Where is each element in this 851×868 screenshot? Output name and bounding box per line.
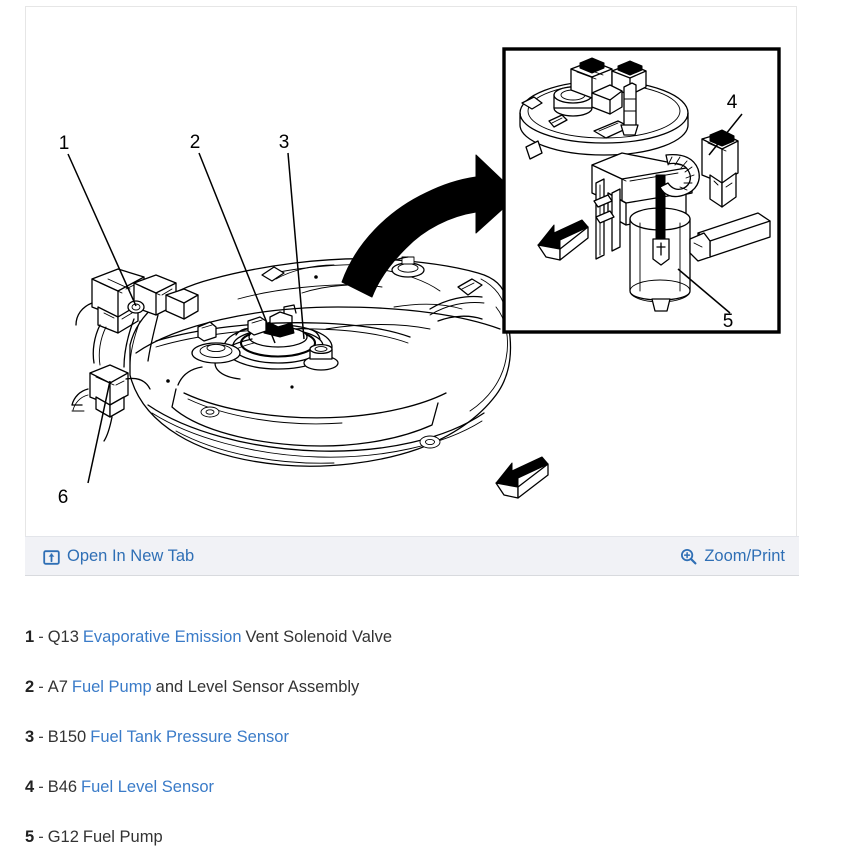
legend-component-code: Q13 [47, 627, 79, 646]
diagram-viewport[interactable]: .ln { fill:none; stroke:#000; stroke-wid… [26, 7, 796, 539]
legend-component-code: A7 [47, 677, 68, 696]
legend-link[interactable]: Evaporative Emission [82, 627, 242, 646]
callout-numbers: 1 2 3 4 5 6 [58, 92, 738, 508]
tank-top-hose-run [155, 316, 411, 348]
callout-number-4: 4 [727, 92, 738, 113]
module-top-connectors [570, 57, 647, 136]
legend-number: 2 [25, 677, 35, 696]
zoom-print-button[interactable]: Zoom/Print [680, 548, 785, 565]
legend-tail-text: and Level Sensor Assembly [155, 677, 360, 696]
direction-arrow-bottom [495, 456, 549, 499]
corrugated-hose [659, 153, 700, 198]
open-in-new-tab-button[interactable]: Open In New Tab [43, 548, 194, 565]
legend-component-code: B150 [47, 727, 87, 746]
filler-neck-boss [391, 256, 425, 278]
legend-dash: - [38, 827, 44, 846]
legend-number: 4 [25, 777, 35, 796]
inset-direction-arrow [537, 219, 589, 261]
outlet-tube [689, 212, 771, 262]
vent-boss [303, 343, 339, 371]
expand-arrow [341, 154, 519, 298]
legend-tail-text: Fuel Pump [82, 827, 163, 846]
figure-toolbar: Open In New Tab Zoom/Print [25, 536, 799, 576]
legend-number: 5 [25, 827, 35, 846]
evap-vent-solenoid-valve [75, 268, 199, 368]
callout-number-1: 1 [59, 133, 70, 154]
magnifier-plus-icon [680, 548, 697, 565]
legend-item-3: 3 - B150 Fuel Tank Pressure Sensor [25, 712, 825, 762]
legend-number: 3 [25, 727, 35, 746]
legend-link[interactable]: Fuel Pump [71, 677, 152, 696]
figure-card: .ln { fill:none; stroke:#000; stroke-wid… [25, 6, 799, 576]
legend-number: 1 [25, 627, 35, 646]
legend-item-4: 4 - B46 Fuel Level Sensor [25, 762, 825, 812]
callout-number-5: 5 [723, 311, 734, 332]
legend-dash: - [38, 777, 44, 796]
legend-link[interactable]: Fuel Tank Pressure Sensor [90, 727, 289, 746]
component-legend-list: 1 - Q13 Evaporative Emission Vent Soleno… [25, 612, 825, 862]
fuel-tank-body [129, 258, 512, 467]
open-in-new-tab-icon [43, 548, 60, 565]
legend-tail-text: Vent Solenoid Valve [245, 627, 393, 646]
fuel-pump-module-inset [502, 47, 781, 334]
lower-left-connector-pack [71, 364, 151, 442]
legend-component-code: B46 [47, 777, 78, 796]
legend-dash: - [38, 627, 44, 646]
callout-leader-lines [67, 113, 743, 484]
zoom-print-label: Zoom/Print [704, 546, 785, 565]
callout-number-6: 6 [58, 487, 69, 508]
callout-number-2: 2 [190, 132, 201, 153]
legend-item-1: 1 - Q13 Evaporative Emission Vent Soleno… [25, 612, 825, 662]
legend-component-code: G12 [47, 827, 79, 846]
fuel-sender-cap [191, 342, 241, 364]
legend-dash: - [38, 727, 44, 746]
legend-item-5: 5 - G12 Fuel Pump [25, 812, 825, 862]
fuel-tank-diagram: .ln { fill:none; stroke:#000; stroke-wid… [26, 7, 796, 539]
pump-reservoir-body [591, 152, 693, 312]
legend-item-2: 2 - A7 Fuel Pump and Level Sensor Assemb… [25, 662, 825, 712]
callout-number-3: 3 [279, 132, 290, 153]
legend-link[interactable]: Fuel Level Sensor [81, 777, 215, 796]
legend-dash: - [38, 677, 44, 696]
open-in-new-tab-label: Open In New Tab [67, 546, 195, 565]
